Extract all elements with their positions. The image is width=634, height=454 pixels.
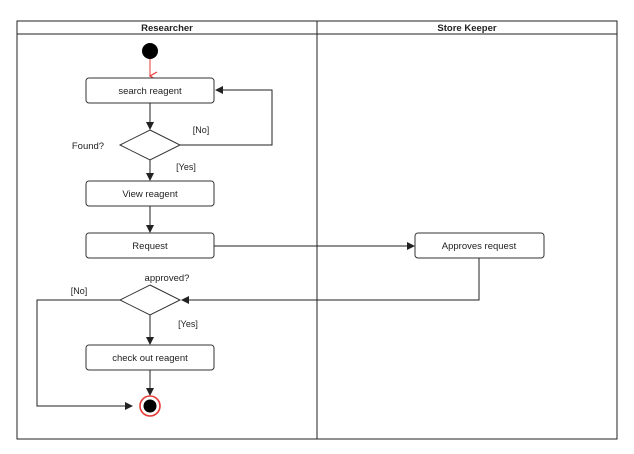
initial-node	[142, 43, 158, 59]
decision-found-label: Found?	[72, 141, 104, 152]
lane-title-store-keeper: Store Keeper	[437, 23, 496, 34]
action-check-out-reagent-label: check out reagent	[112, 353, 188, 364]
lane-title-researcher: Researcher	[141, 23, 193, 34]
action-approves-request-label: Approves request	[442, 241, 517, 252]
action-search-reagent-label: search reagent	[118, 86, 182, 97]
final-node	[143, 399, 157, 413]
edge-approved-no	[36, 299, 133, 410]
edge-found-no-loop	[180, 86, 273, 146]
guard-found-no: [No]	[193, 125, 210, 135]
edge-approves-to-approved	[181, 258, 480, 304]
action-request-label: Request	[132, 241, 168, 252]
guard-approved-yes: [Yes]	[178, 319, 198, 329]
guard-found-yes: [Yes]	[176, 162, 196, 172]
decision-approved-label: approved?	[145, 273, 190, 284]
action-view-reagent-label: View reagent	[122, 189, 178, 200]
guard-approved-no: [No]	[71, 286, 88, 296]
